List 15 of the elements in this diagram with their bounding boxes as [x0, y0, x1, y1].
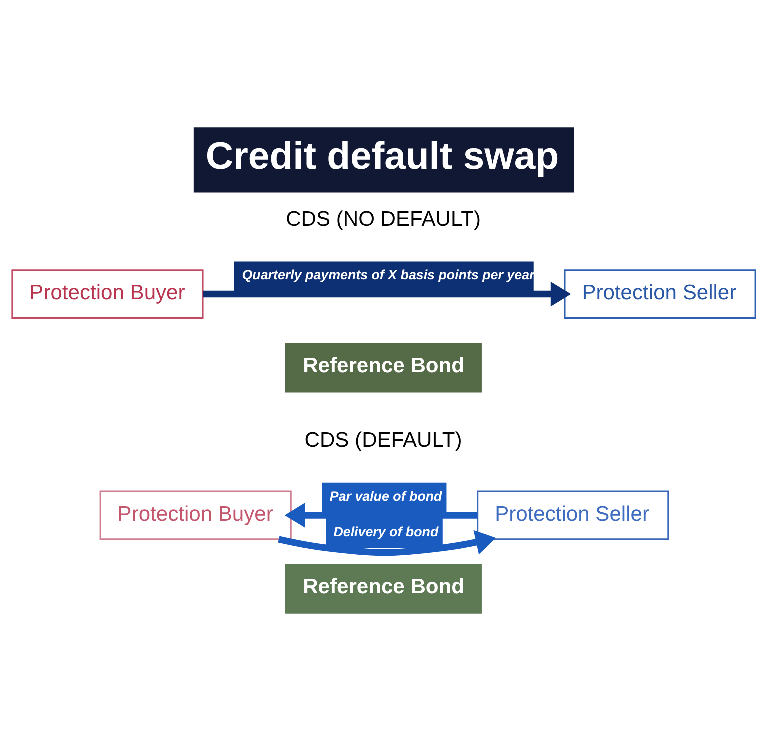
edge-label: Par value of bond [330, 488, 442, 504]
node-box: Protection Buyer [12, 269, 204, 318]
edge-label: Delivery of bond [334, 524, 439, 539]
arrow [278, 530, 496, 556]
node-box: Reference Bond [285, 564, 482, 614]
node-box: Protection Seller [564, 269, 756, 318]
node-box: Reference Bond [285, 342, 482, 392]
node-box: Protection Seller [477, 490, 670, 540]
diagram-title: Credit default swap [206, 134, 560, 178]
arrow [203, 281, 572, 306]
label: CDS (DEFAULT) [304, 428, 462, 452]
label: CDS (NO DEFAULT) [286, 207, 481, 230]
node-box: Protection Buyer [100, 490, 292, 540]
edge-label: Quarterly payments of X basis points per year [242, 267, 535, 282]
arrow [284, 502, 478, 528]
